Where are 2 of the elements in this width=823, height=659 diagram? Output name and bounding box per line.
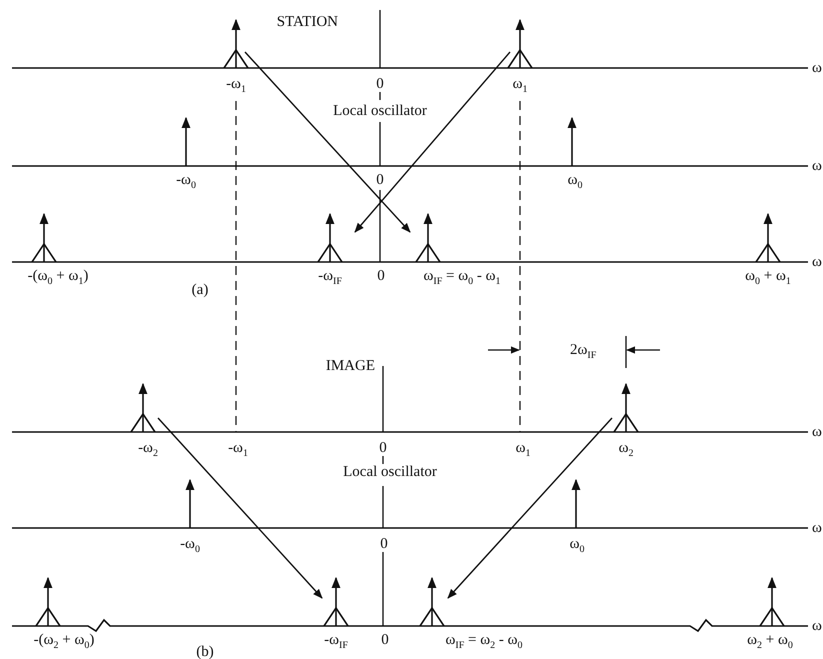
panel-label: (a) [192,282,208,298]
panel-label: (b) [196,644,214,659]
